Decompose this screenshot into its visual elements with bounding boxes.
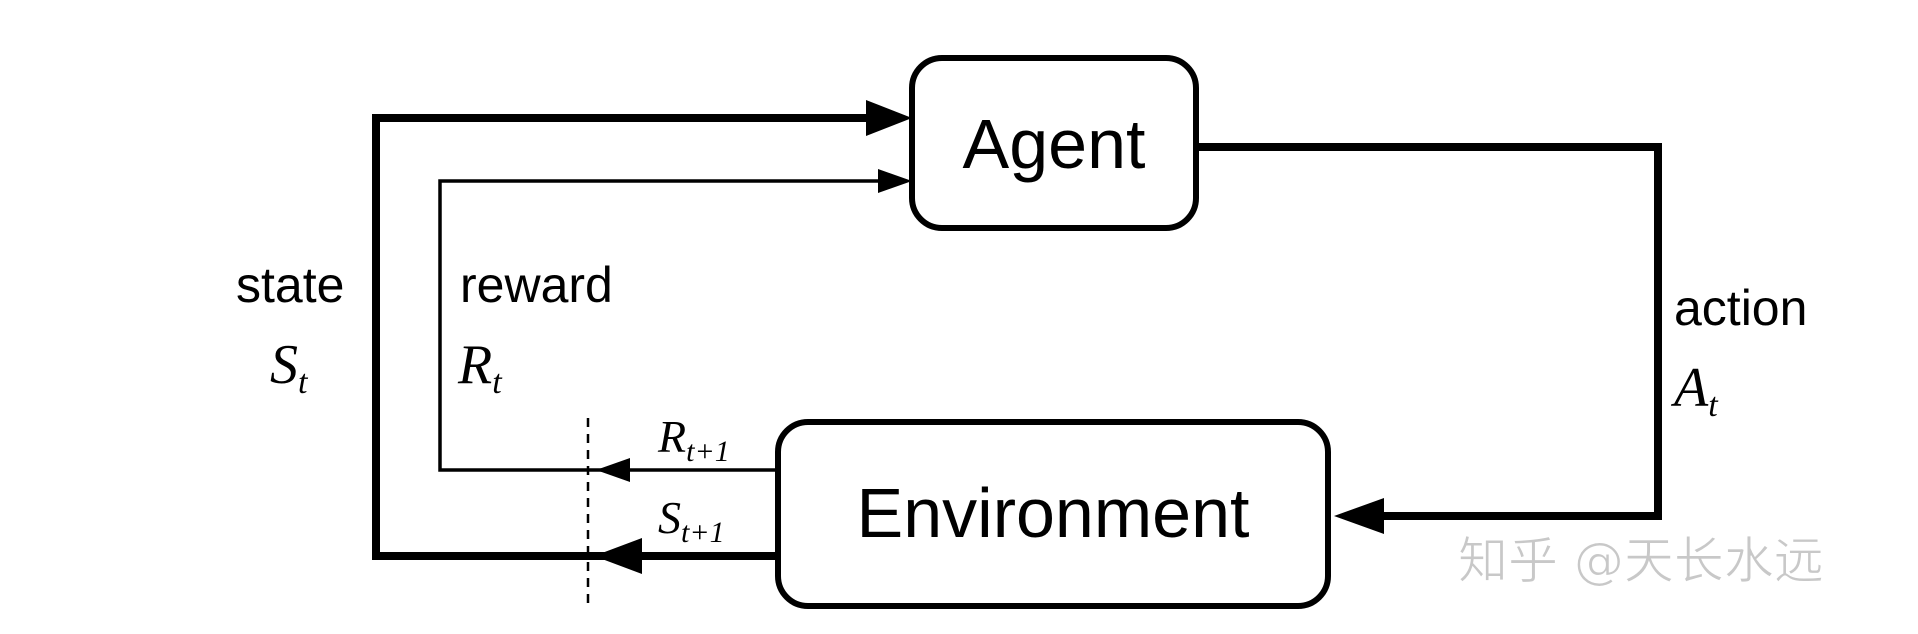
action-arrowhead — [1334, 498, 1384, 534]
state-arrowhead — [866, 100, 912, 136]
action-word: action — [1674, 280, 1807, 336]
agent-label: Agent — [963, 105, 1146, 183]
environment-label: Environment — [857, 474, 1250, 552]
next-state-symbol: St+1 — [658, 492, 725, 549]
reward-word: reward — [460, 257, 613, 313]
reward-arrowhead — [878, 169, 912, 193]
reward-symbol: Rt — [457, 334, 503, 401]
state-arrow-line — [372, 114, 870, 560]
action-arrow-line — [1196, 143, 1662, 520]
environment-box — [775, 419, 1331, 609]
watermark-text: 知乎 @天长水远 — [1458, 532, 1824, 590]
action-symbol: At — [1670, 357, 1719, 424]
next-state-arrowhead — [594, 538, 642, 574]
next-reward-symbol: Rt+1 — [657, 411, 730, 468]
state-word: state — [236, 257, 344, 313]
next-reward-arrowhead — [596, 458, 630, 482]
state-symbol: St — [270, 334, 309, 401]
